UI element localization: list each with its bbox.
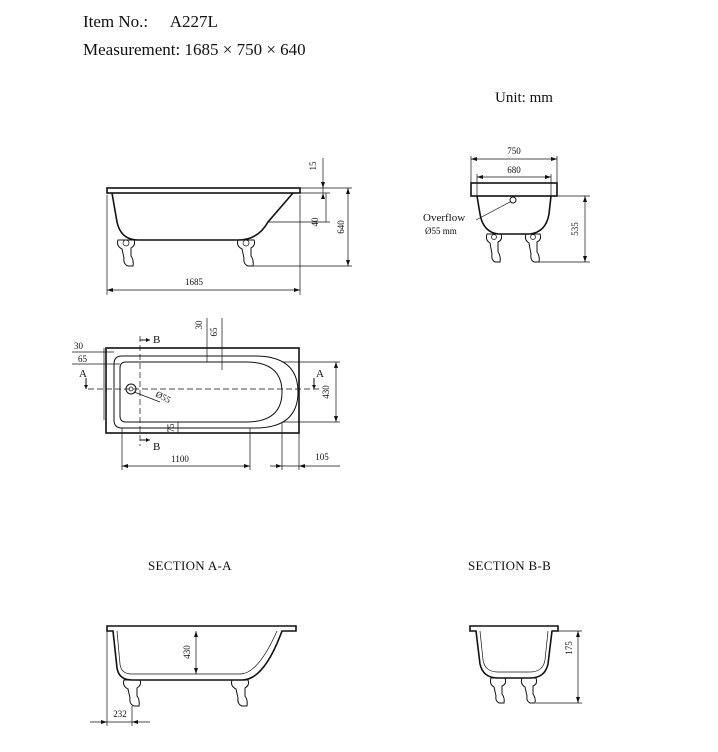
top-view-basin [119, 361, 283, 423]
side-dim-rim: 15 [308, 161, 318, 171]
marker-b-top: B [153, 334, 160, 346]
side-view-foot-left [117, 239, 136, 267]
section-aa-dim-depth: 430 [182, 645, 192, 659]
section-aa-title: SECTION A-A [148, 558, 232, 573]
section-bb-title: SECTION B-B [468, 558, 552, 573]
measurement-label: Measurement: [83, 40, 181, 59]
top-dim-drain-offset: 75 [166, 423, 176, 433]
marker-b-bottom: B [153, 441, 160, 453]
end-view-foot-right [524, 233, 542, 263]
top-dim-end: 105 [315, 452, 329, 462]
side-dim-height: 640 [336, 220, 346, 234]
top-view: B B A A Ø55 75 30 65 30 65 [72, 318, 340, 470]
section-bb-dim-depth: 175 [564, 641, 574, 655]
item-number-label: Item No.: [83, 12, 149, 31]
side-dim-apron: 40 [310, 217, 320, 227]
section-bb-inner [479, 630, 549, 673]
end-dim-inner-width: 680 [507, 165, 521, 175]
section-bb-foot-left [489, 677, 507, 704]
top-dim-65-top: 65 [209, 327, 219, 337]
top-dim-inner-width: 430 [321, 385, 331, 399]
end-view-body [476, 195, 552, 235]
side-view-foot-right [237, 239, 256, 267]
end-view-overflow-hole [509, 196, 517, 204]
unit-label: Unit: mm [495, 90, 553, 106]
end-view: 750 680 535 Overflow Ø55 mm [423, 146, 590, 263]
section-aa-view: 430 232 [90, 625, 297, 726]
marker-a-right: A [316, 368, 324, 380]
overflow-label: Overflow [423, 212, 465, 224]
end-dim-height: 535 [570, 222, 580, 236]
marker-a-left: A [79, 368, 87, 380]
section-bb-foot-right [520, 677, 538, 704]
drain-size-label: Ø55 [154, 389, 173, 405]
measurement-value: 1685 × 750 × 640 [184, 40, 306, 59]
section-aa-dim-offset: 232 [113, 709, 127, 719]
side-dim-length: 1685 [185, 277, 204, 287]
top-dim-65-left: 65 [78, 354, 88, 364]
section-aa-shell [106, 625, 297, 681]
measurement-row: Measurement: 1685 × 750 × 640 [83, 40, 306, 60]
side-view-body [111, 192, 294, 241]
top-dim-30-left: 30 [74, 341, 84, 351]
side-view: 1685 15 40 640 [106, 158, 352, 295]
end-dim-outer-width: 750 [507, 146, 521, 156]
end-view-rim [470, 182, 558, 197]
item-number-value: A227L [169, 12, 218, 31]
side-view-rim [106, 187, 301, 194]
section-bb-shell [469, 625, 559, 679]
section-aa-foot-left [123, 679, 142, 707]
top-view-outline [105, 347, 300, 434]
section-aa-foot-right [231, 679, 250, 707]
section-bb-view: 175 [469, 625, 582, 704]
end-view-foot-left [485, 233, 503, 263]
overflow-size: Ø55 mm [425, 226, 457, 236]
top-dim-inner-length: 1100 [171, 454, 189, 464]
section-aa-inner [116, 630, 278, 675]
item-number-row: Item No.: A227L [83, 12, 218, 32]
top-view-rim-inner [113, 355, 299, 429]
top-dim-30-top: 30 [194, 320, 204, 330]
